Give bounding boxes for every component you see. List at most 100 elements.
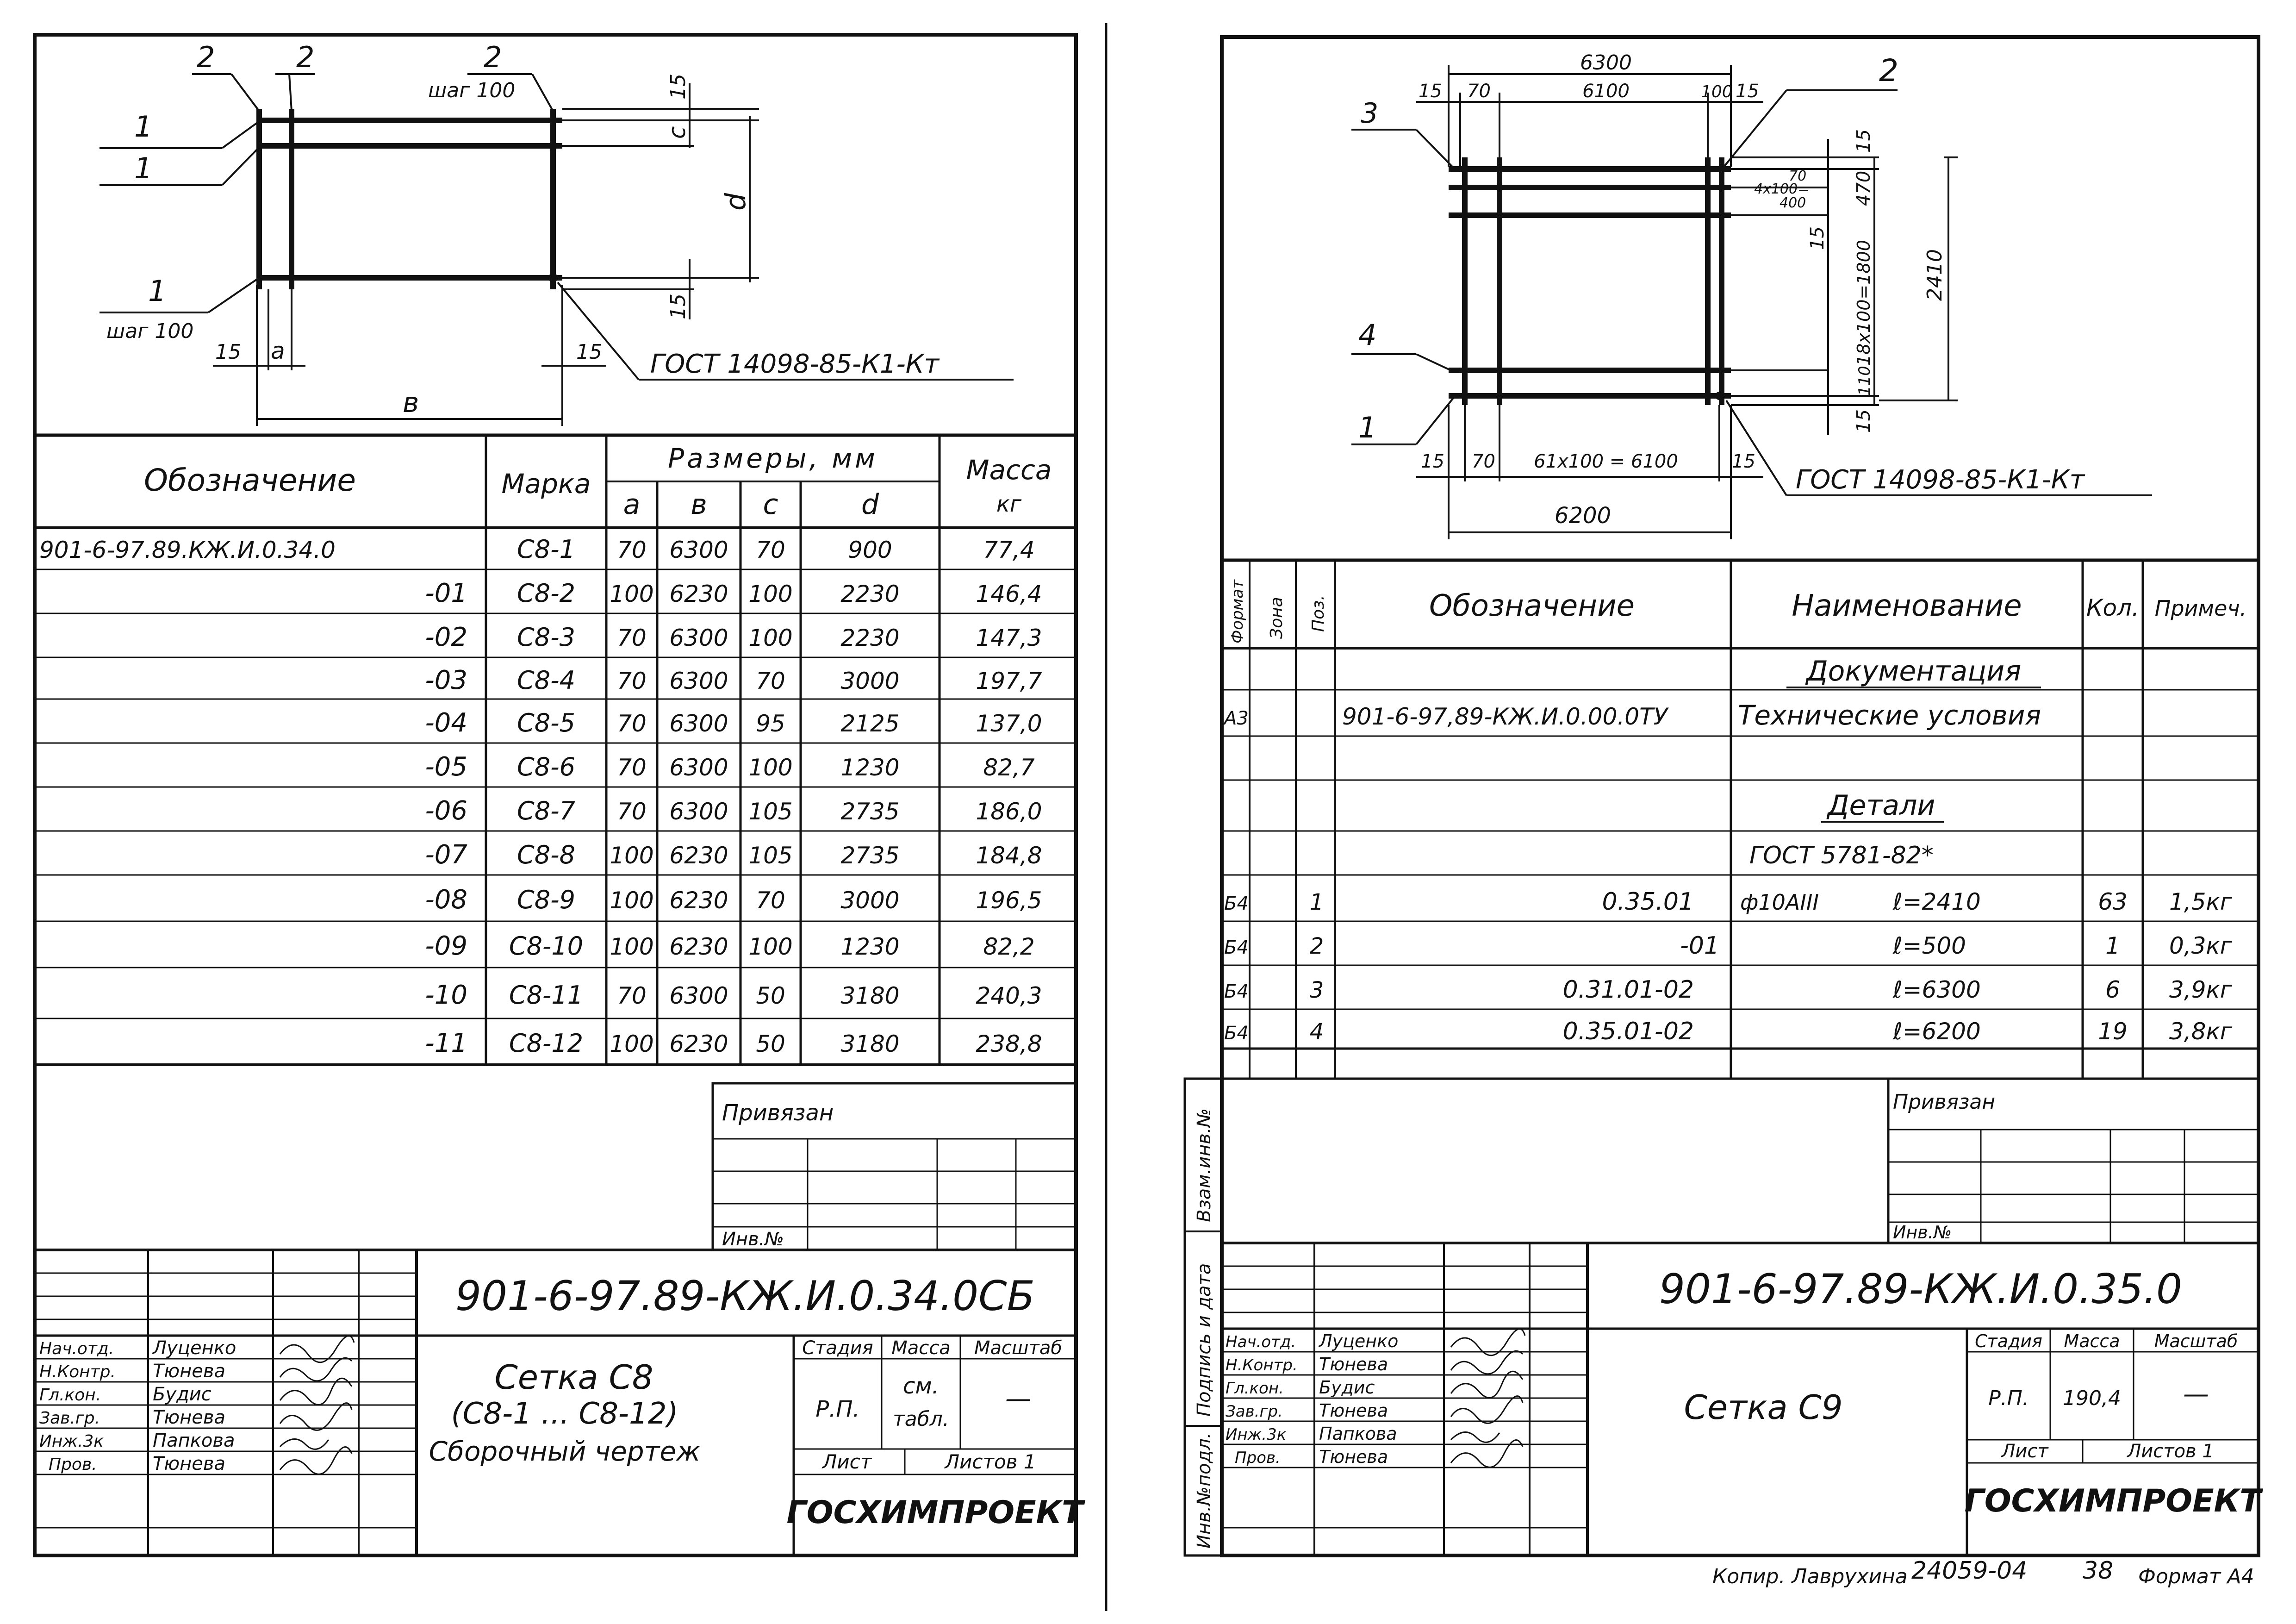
row-d: 3000 [840, 887, 899, 914]
spec-item-row: Б4 3 0.31.01-02 ℓ=6300 6 3,9кг [1224, 976, 2233, 1004]
row-c: 95 [756, 710, 785, 737]
right-dim-15d: 15 [1732, 451, 1755, 472]
row-b: 6300 [669, 710, 728, 737]
spec-item-row: Б4 4 0.35.01-02 ℓ=6200 19 3,8кг [1224, 1018, 2233, 1045]
spec-item-row: Б4 1 0.35.01 ф10АIII ℓ=2410 63 1,5кг [1224, 888, 2233, 916]
right-inv-label: Инв.№ [1893, 1222, 1952, 1243]
role-label: Инж.3к [39, 1432, 104, 1451]
item-format: Б4 [1224, 893, 1249, 914]
left-dim-c: c [664, 126, 691, 139]
left-dim-d: d [720, 193, 752, 211]
item-qty: 63 [2098, 888, 2128, 915]
right-sheets-header: Листов 1 [2126, 1441, 2214, 1462]
item-format: Б4 [1224, 1023, 1249, 1044]
right-dim-400: 400 [1780, 195, 1806, 211]
spec-doc-format: А3 [1223, 708, 1249, 729]
row-mass: 82,2 [983, 933, 1034, 960]
role-label: Гл.кон. [1226, 1379, 1284, 1398]
right-dim-6300: 6300 [1580, 51, 1632, 75]
left-dim-15-left: 15 [215, 340, 241, 364]
row-a: 70 [617, 754, 647, 781]
row-designation: -06 [425, 796, 467, 826]
left-table-rules [35, 568, 1076, 1066]
left-stage-value: Р.П. [815, 1396, 860, 1422]
right-title-block: 901-6-97.89-КЖ.И.0.35.0 Нач.отд. Н.Контр… [1222, 1242, 2263, 1555]
right-stage-value: Р.П. [1988, 1387, 2029, 1410]
item-note: 1,5кг [2169, 888, 2233, 915]
row-b: 6300 [669, 982, 728, 1009]
person-name: Тюнева [153, 1361, 225, 1382]
row-designation: -05 [425, 752, 467, 782]
footer-page: 38 [2083, 1557, 2113, 1585]
spec-col-format: Формат [1228, 579, 1247, 643]
left-dim-15-mid: 15 [666, 294, 690, 319]
left-table-row: -10 С8-11 70 6300 50 3180 240,3 [425, 980, 1042, 1010]
row-a: 100 [610, 842, 653, 869]
row-mark: С8-2 [517, 579, 575, 608]
left-table-row: -03 С8-4 70 6300 70 3000 197,7 [425, 665, 1042, 695]
row-d: 900 [848, 537, 892, 563]
right-mark-3: 3 [1361, 97, 1378, 130]
row-c: 100 [748, 581, 792, 607]
row-c: 70 [756, 887, 785, 914]
row-a: 70 [617, 668, 647, 694]
spec-col-note: Примеч. [2155, 596, 2247, 621]
person-name: Тюнева [153, 1453, 225, 1474]
item-note: 3,8кг [2169, 1018, 2233, 1045]
row-a: 70 [617, 798, 647, 825]
spec-col-qty: Кол. [2086, 594, 2139, 621]
row-mark: С8-11 [509, 981, 583, 1010]
right-sheet: Взам.инв.№ Подпись и дата Инв.№подл. [1183, 35, 2263, 1557]
right-dim-110: 110 [1855, 366, 1874, 396]
left-mass-value2: табл. [893, 1407, 949, 1431]
row-b: 6300 [669, 668, 728, 694]
row-mark: С8-1 [517, 535, 575, 564]
right-dim-70a: 70 [1467, 81, 1491, 102]
person-name: Будис [153, 1384, 212, 1405]
left-title-line2: (С8-1 ... С8-12) [451, 1397, 678, 1431]
row-a: 70 [617, 537, 647, 563]
right-dim-2410: 2410 [1923, 249, 1947, 301]
right-sheet-header: Лист [2000, 1441, 2049, 1462]
row-mark: С8-8 [517, 840, 575, 869]
item-qty: 6 [2105, 976, 2120, 1003]
row-c: 100 [748, 754, 792, 781]
right-binding-block: Привязан Инв.№ [1887, 1077, 2260, 1244]
row-d: 3000 [840, 668, 899, 694]
row-designation: -08 [425, 885, 467, 915]
row-mass: 196,5 [976, 887, 1042, 914]
item-format: Б4 [1224, 937, 1249, 958]
row-d: 1230 [840, 933, 899, 960]
right-organization: ГОСХИМПРОЕКТ [1964, 1483, 2263, 1519]
right-stage-header: Стадия [1975, 1331, 2042, 1351]
spec-section-docs: Документация [1805, 655, 2021, 687]
item-designation: 0.35.01 [1602, 888, 1694, 916]
left-doc-code: 901-6-97.89-КЖ.И.0.34.0СБ [455, 1272, 1035, 1320]
row-mark: С8-12 [509, 1029, 583, 1058]
right-mark-4: 4 [1358, 318, 1376, 352]
row-mass: 147,3 [976, 625, 1042, 651]
right-dim-15-r2: 15 [1807, 226, 1828, 250]
side-label-podp: Подпись и дата [1194, 1263, 1215, 1417]
row-d: 2125 [840, 710, 899, 737]
right-sheet-frame [1220, 35, 2260, 1557]
item-length: ℓ=6200 [1892, 1018, 1981, 1045]
row-c: 50 [756, 982, 785, 1009]
left-inv-label: Инв.№ [722, 1229, 784, 1250]
spec-doc-name: Технические условия [1738, 700, 2041, 731]
right-dim-15-rt: 15 [1853, 129, 1874, 153]
role-label: Пров. [1235, 1449, 1281, 1467]
item-designation: 0.35.01-02 [1563, 1018, 1694, 1045]
left-sheets-header: Листов 1 [944, 1450, 1036, 1473]
left-sheet-frame [33, 33, 1078, 1557]
row-a: 100 [610, 581, 653, 607]
row-mark: С8-6 [517, 752, 575, 781]
right-mark-1: 1 [1358, 411, 1376, 444]
footer-format: Формат А4 [2138, 1565, 2254, 1588]
left-mark-1b: 1 [134, 151, 152, 185]
right-dim-15a: 15 [1419, 81, 1442, 102]
row-d: 3180 [840, 1031, 899, 1057]
left-scale-header: Масштаб [974, 1337, 1062, 1359]
row-b: 6300 [669, 798, 728, 825]
right-dim-70b: 70 [1472, 451, 1495, 472]
